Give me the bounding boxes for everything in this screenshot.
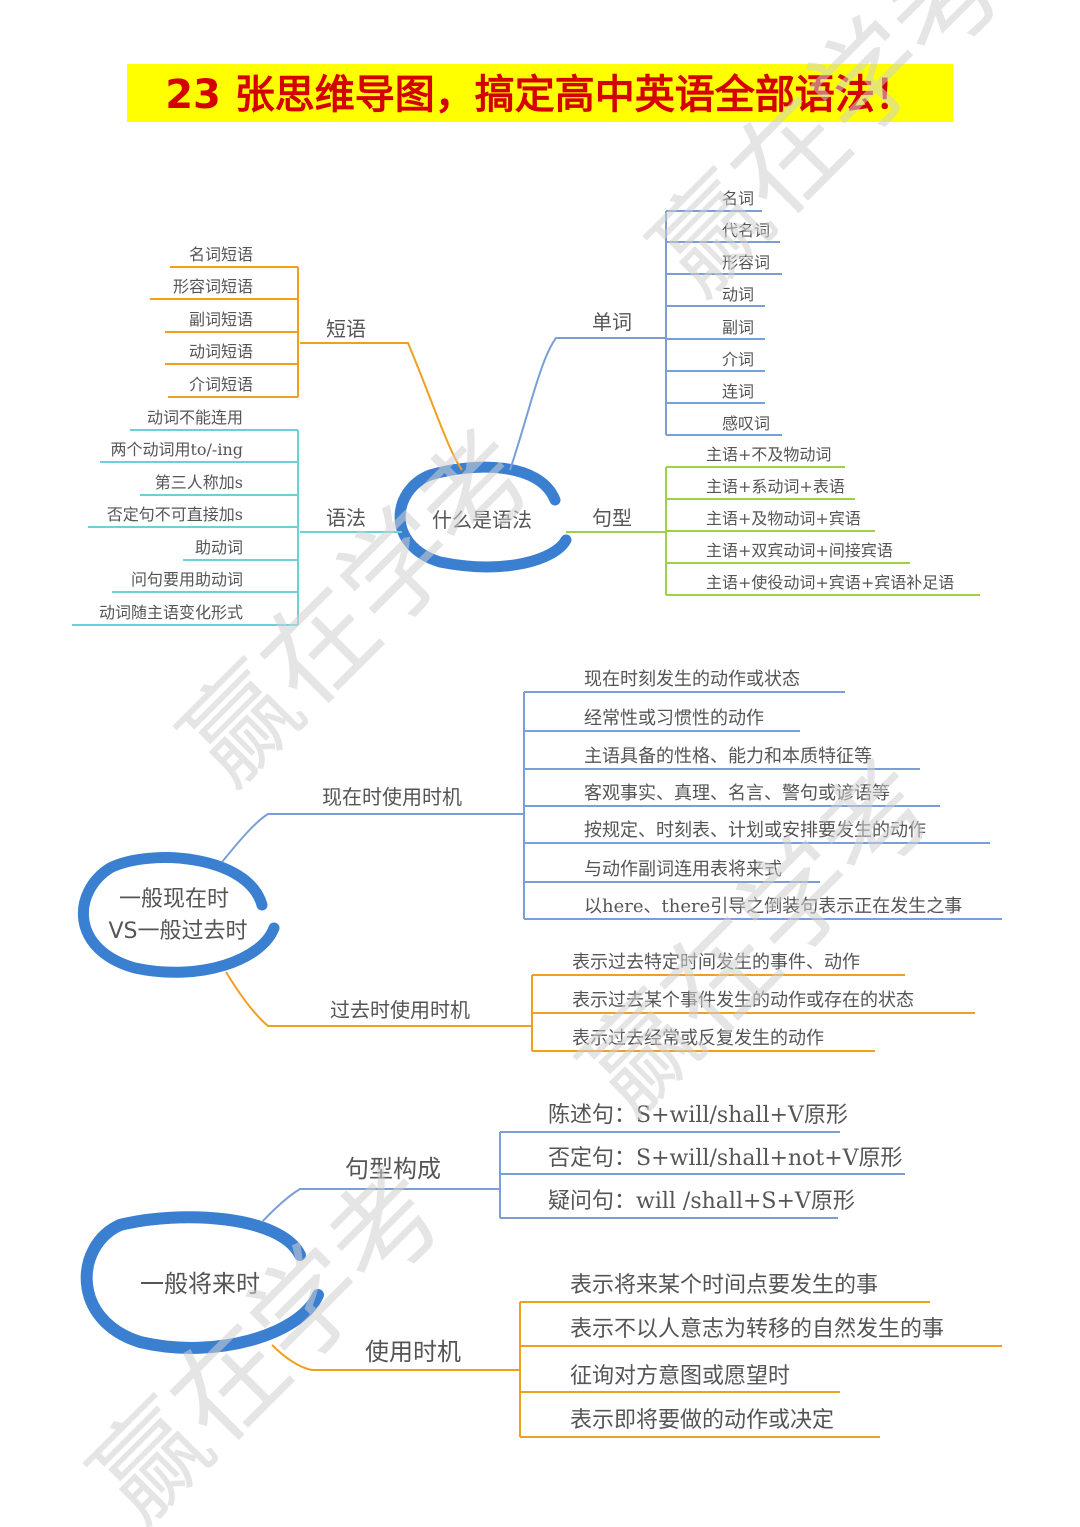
leaf-structure-1: 陈述句：S+will/shall+V原形: [548, 1103, 848, 1128]
map3-simple-future: 一般将来时 句型构成 使用时机 陈述句：S+will/shall+V原形 否定句…: [80, 1103, 1002, 1438]
map1-patterns-label-text: 句型: [592, 506, 632, 530]
leaf-word-preposition: 介词: [722, 350, 754, 369]
map2-present-leaves: 现在时刻发生的动作或状态 经常性或习惯性的动作 主语具备的性格、能力和本质特征等…: [524, 669, 1002, 920]
leaf-past-1: 表示过去特定时间发生的事件、动作: [572, 952, 860, 973]
map3-structure-leaves: 陈述句：S+will/shall+V原形 否定句：S+will/shall+no…: [500, 1103, 905, 1219]
leaf-structure-3: 疑问句：will /shall+S+V原形: [548, 1189, 855, 1214]
page-title: 23 张思维导图，搞定高中英语全部语法！: [165, 72, 915, 118]
map1-center-swoosh: [394, 461, 572, 573]
map2-link-past: [225, 971, 532, 1027]
map1-patterns-leaves: 主语+不及物动词 主语+系动词+表语 主语+及物动词+宾语 主语+双宾动词+间接…: [666, 445, 980, 596]
leaf-phrase-preposition: 介词短语: [189, 375, 253, 394]
map1-grammar-label: 语法: [326, 506, 366, 530]
leaf-phrase-verb: 动词短语: [189, 342, 253, 361]
map3-structure-label: 句型构成: [345, 1155, 441, 1183]
map2-past-label: 过去时使用时机: [330, 998, 470, 1022]
leaf-present-5: 按规定、时刻表、计划或安排要发生的动作: [584, 820, 926, 841]
map1-words-leaves: 名词 代名词 形容词 动词 副词 介词 连词 感叹词: [666, 189, 782, 436]
map2-link-present: [221, 813, 524, 863]
leaf-word-adverb: 副词: [722, 318, 754, 337]
map1-grammar-leaves: 动词不能连用 两个动词用to/-ing 第三人称加s 否定句不可直接加s 助动词…: [72, 408, 298, 626]
leaf-present-2: 经常性或习惯性的动作: [584, 708, 764, 729]
leaf-word-adjective: 形容词: [722, 253, 770, 272]
map1-words-label: 单词: [592, 310, 632, 334]
leaf-pattern-1: 主语+不及物动词: [706, 445, 831, 464]
map1-center-label: 什么是语法: [432, 508, 532, 532]
leaf-grammar-3: 第三人称加s: [155, 473, 243, 492]
leaf-present-3: 主语具备的性格、能力和本质特征等: [584, 746, 872, 767]
map3-usage-leaves: 表示将来某个时间点要发生的事 表示不以人意志为转移的自然发生的事 征询对方意图或…: [520, 1273, 1002, 1438]
map1-link-words: [509, 337, 666, 471]
leaf-grammar-7: 动词随主语变化形式: [99, 603, 243, 622]
map2-center-line1: 一般现在时: [119, 887, 229, 912]
leaf-phrase-adverb: 副词短语: [189, 310, 253, 329]
leaf-word-verb: 动词: [722, 285, 754, 304]
leaf-pattern-4: 主语+双宾动词+间接宾语: [706, 541, 893, 560]
map3-link-usage: [271, 1344, 520, 1371]
leaf-word-pronoun: 代名词: [722, 221, 770, 240]
leaf-grammar-5: 助动词: [195, 538, 243, 557]
leaf-usage-2: 表示不以人意志为转移的自然发生的事: [570, 1317, 944, 1342]
map3-link-structure: [261, 1188, 500, 1223]
map3-usage-label: 使用时机: [365, 1338, 461, 1366]
leaf-past-3: 表示过去经常或反复发生的动作: [572, 1028, 824, 1049]
map2-past-leaves: 表示过去特定时间发生的事件、动作 表示过去某个事件发生的动作或存在的状态 表示过…: [532, 952, 975, 1052]
map1-phrases-leaves: 名词短语 形容词短语 副词短语 动词短语 介词短语: [150, 245, 298, 398]
map3-center-swoosh: [80, 1211, 324, 1354]
leaf-usage-4: 表示即将要做的动作或决定: [570, 1408, 834, 1433]
leaf-word-conjunction: 连词: [722, 382, 754, 401]
map2-present-vs-past: 一般现在时 VS一般过去时 现在时使用时机 过去时使用时机 现在时刻发生的动作或…: [77, 669, 1002, 1052]
map3-center-label: 一般将来时: [140, 1270, 260, 1298]
title-banner: [127, 64, 953, 122]
leaf-word-interjection: 感叹词: [722, 414, 770, 433]
leaf-usage-1: 表示将来某个时间点要发生的事: [570, 1273, 878, 1298]
leaf-grammar-4: 否定句不可直接加s: [107, 505, 243, 524]
leaf-phrase-adjective: 形容词短语: [173, 277, 253, 296]
leaf-past-2: 表示过去某个事件发生的动作或存在的状态: [572, 990, 914, 1011]
map1-phrases-label: 短语: [326, 317, 366, 341]
leaf-grammar-1: 动词不能连用: [147, 408, 243, 427]
leaf-present-1: 现在时刻发生的动作或状态: [584, 669, 800, 690]
map2-center-line2: VS一般过去时: [108, 919, 247, 944]
leaf-present-6: 与动作副词连用表将来式: [584, 859, 782, 880]
map1-what-is-grammar: 什么是语法 短语 语法 单词 句型 名词短语 形容词短语 副词短语 动词短语 介…: [72, 189, 980, 626]
leaf-present-4: 客观事实、真理、名言、警句或谚语等: [584, 783, 890, 804]
leaf-grammar-6: 问句要用助动词: [131, 570, 243, 589]
map2-present-label: 现在时使用时机: [322, 785, 462, 809]
leaf-grammar-2: 两个动词用to/-ing: [110, 440, 243, 459]
leaf-structure-2: 否定句：S+will/shall+not+V原形: [548, 1146, 903, 1171]
watermark-3: 赢在学考: [628, 0, 1030, 318]
leaf-phrase-noun: 名词短语: [189, 245, 253, 264]
leaf-pattern-5: 主语+使役动词+宾语+宾语补足语: [706, 573, 954, 592]
leaf-usage-3: 征询对方意图或愿望时: [570, 1364, 790, 1389]
leaf-pattern-2: 主语+系动词+表语: [706, 477, 845, 496]
leaf-present-7: 以here、there引导之倒装句表示正在发生之事: [584, 896, 962, 917]
leaf-word-noun: 名词: [722, 189, 754, 208]
leaf-pattern-3: 主语+及物动词+宾语: [706, 509, 861, 528]
map1-link-phrases: [300, 342, 463, 471]
map2-center-swoosh: [77, 852, 280, 978]
